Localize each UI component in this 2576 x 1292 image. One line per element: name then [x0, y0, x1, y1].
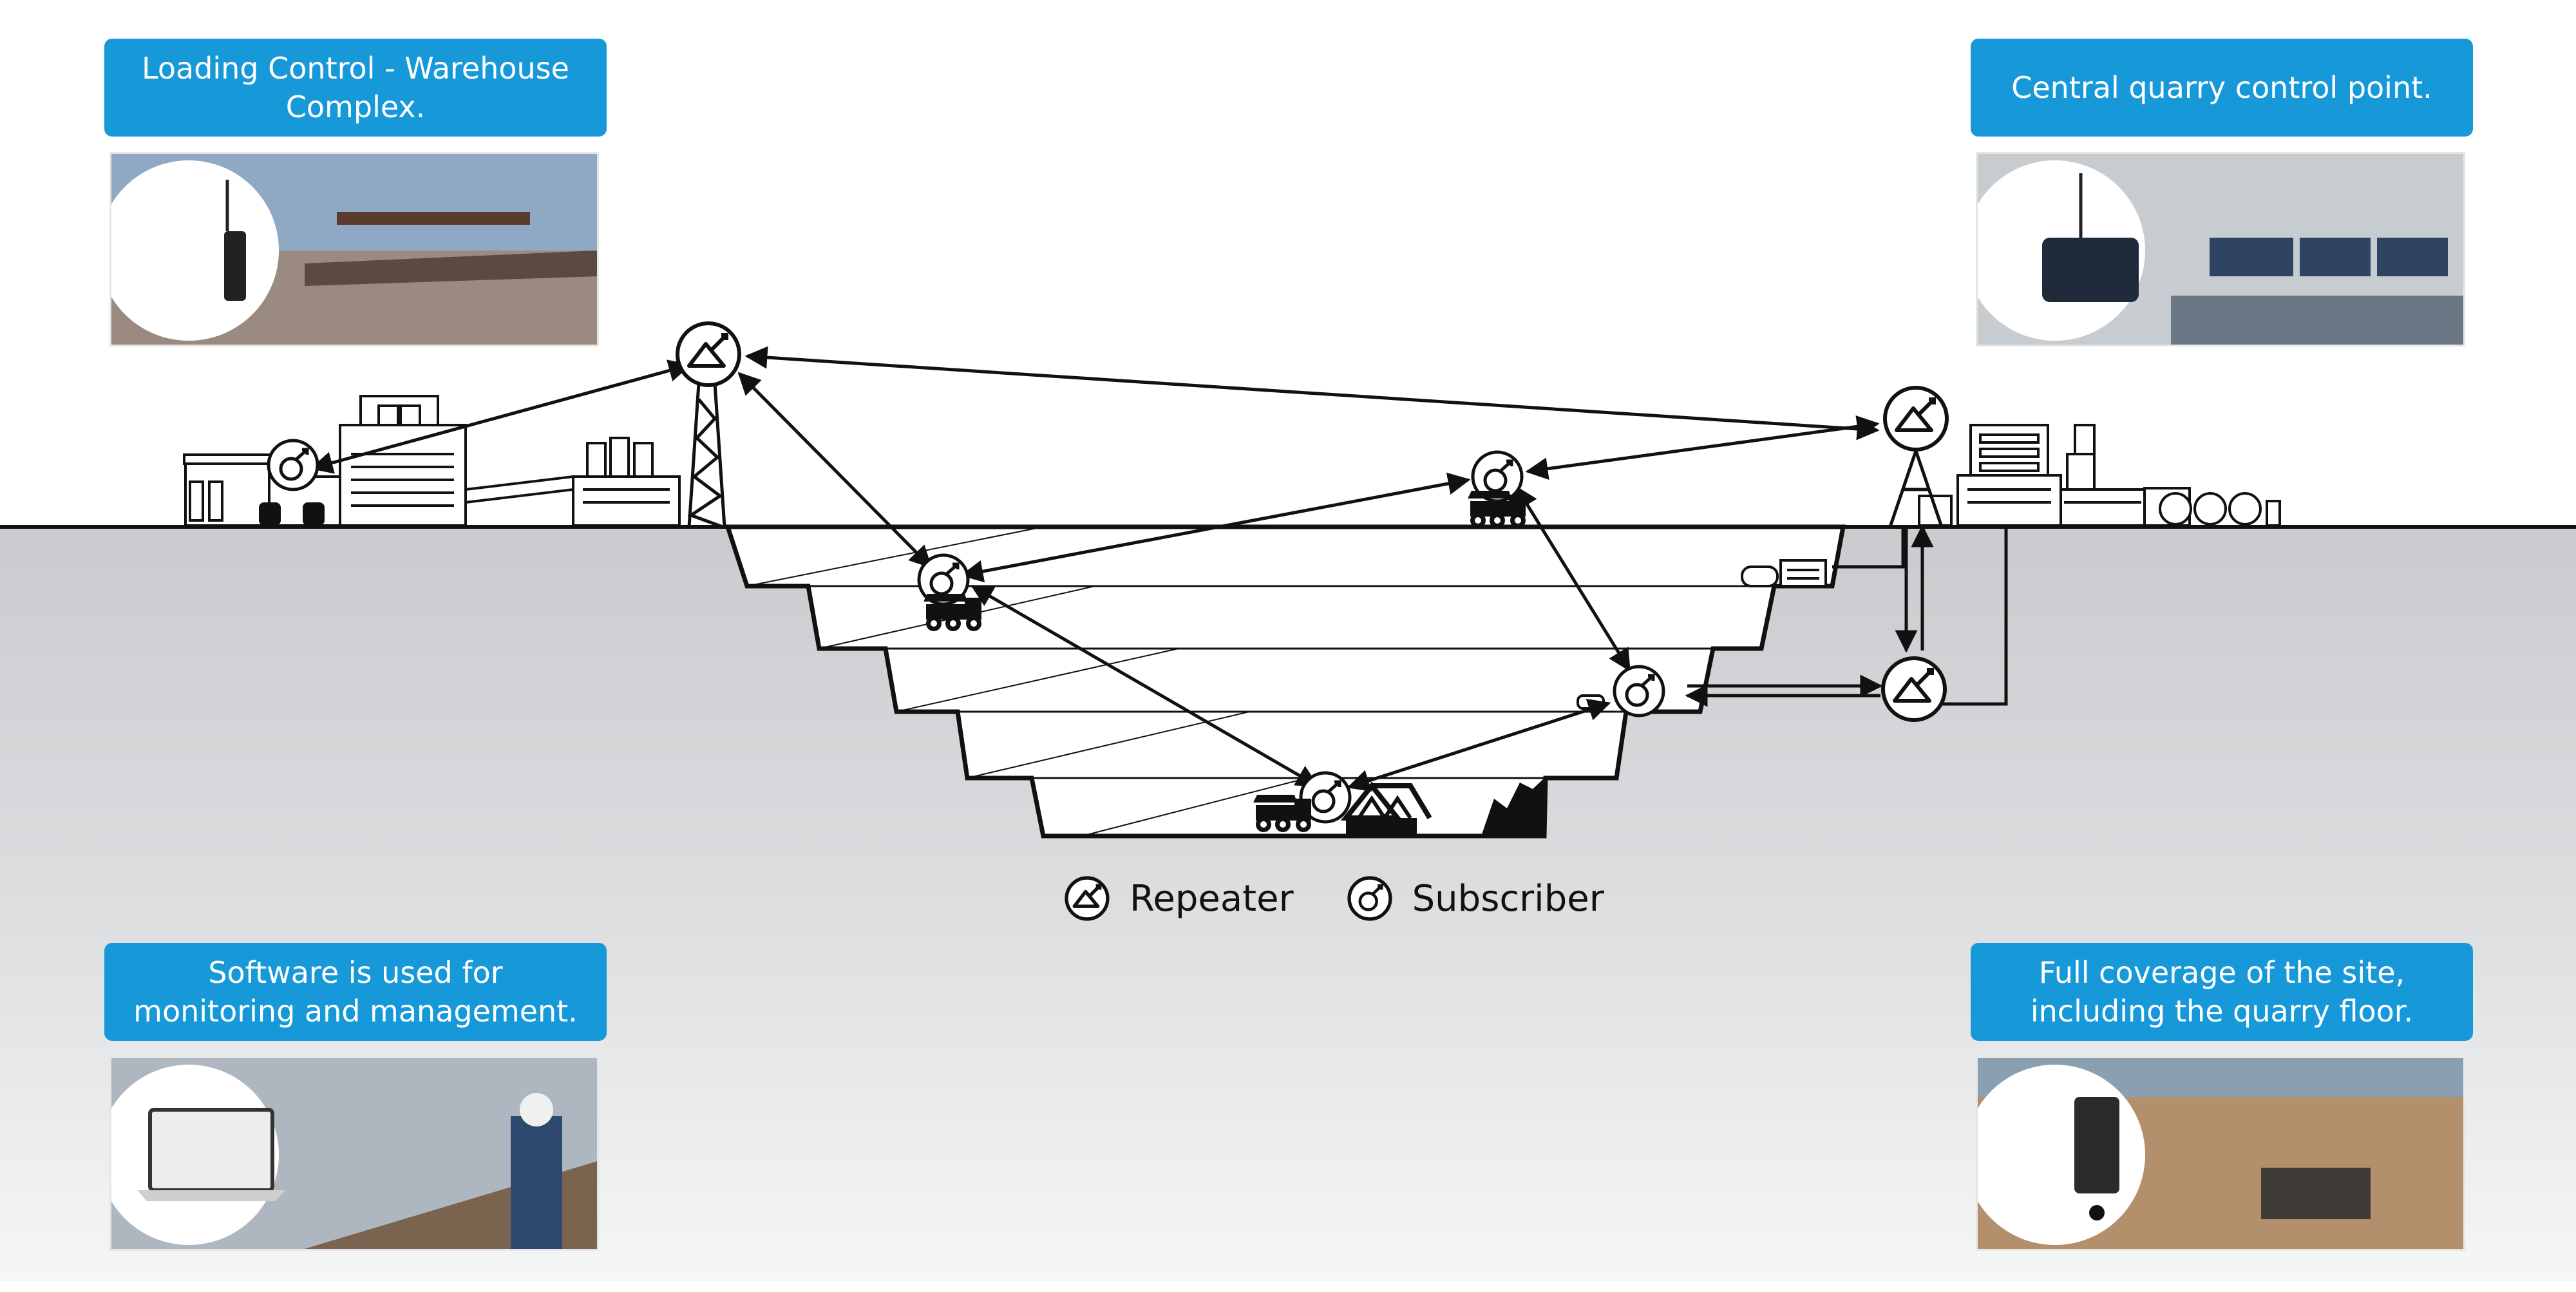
callout-central-control: Central quarry control point. [1971, 39, 2473, 347]
base-station-icon [2042, 238, 2139, 302]
radio-tower-left [687, 383, 726, 529]
callout-title: Full coverage of the site, including the… [1971, 943, 2473, 1041]
subscriber-icon [1615, 667, 1663, 716]
wired-links [1685, 524, 2008, 707]
repeater-device-icon [2074, 1097, 2119, 1193]
warehouse-vehicles [259, 502, 325, 526]
walkie-talkie-icon [224, 231, 246, 301]
radio-tower-right [1888, 450, 1944, 527]
callout-full-coverage: Full coverage of the site, including the… [1971, 943, 2473, 1251]
control-buildings [1918, 424, 2281, 527]
subscriber-icon [1347, 876, 1392, 921]
walkie-talkie-photo [109, 152, 599, 347]
callout-loading-control: Loading Control - Warehouse Complex. [104, 39, 607, 347]
dump-truck [1253, 795, 1311, 832]
legend-label-repeater: Repeater [1130, 877, 1294, 920]
repeater-photo [1976, 1056, 2465, 1251]
legend-label-subscriber: Subscriber [1412, 877, 1604, 920]
callout-title: Loading Control - Warehouse Complex. [104, 39, 607, 137]
callout-title: Central quarry control point. [1971, 39, 2473, 137]
repeater-icon [677, 323, 739, 385]
callout-title: Software is used for monitoring and mana… [104, 943, 607, 1041]
wireless-links [310, 346, 1880, 792]
dump-truck [923, 594, 981, 631]
legend-item-repeater: Repeater [1063, 874, 1294, 923]
legend-item-subscriber: Subscriber [1345, 874, 1604, 923]
laptop-icon [148, 1108, 274, 1192]
control-room-photo [1976, 152, 2465, 347]
repeater-icon [1065, 876, 1110, 921]
legend: Repeater Subscriber [1063, 873, 1604, 924]
warehouse-buildings [183, 395, 681, 527]
subscriber-icon [269, 441, 317, 489]
repeater-icon [1883, 658, 1945, 720]
dump-truck [1468, 491, 1526, 528]
laptop-photo [109, 1056, 599, 1251]
repeater-icon [1885, 388, 1947, 450]
callout-software: Software is used for monitoring and mana… [104, 943, 607, 1251]
